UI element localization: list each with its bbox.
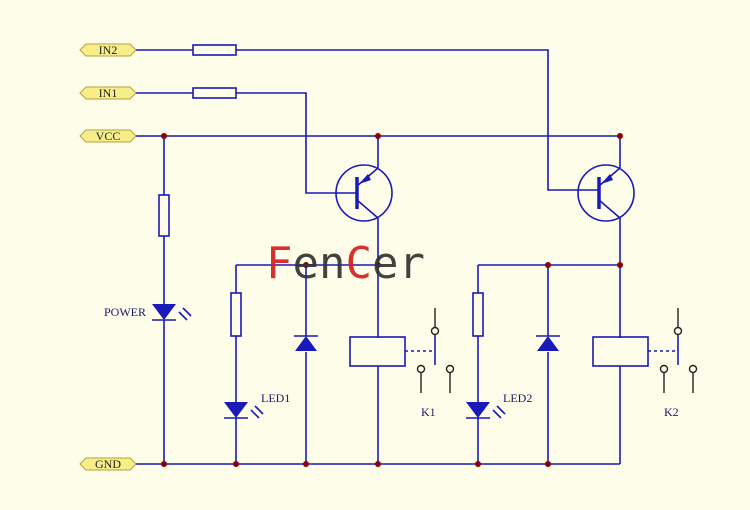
watermark-fencer: FenCer (266, 238, 425, 289)
junction-dot (475, 461, 481, 467)
relay-k2 (592, 308, 698, 393)
junctions (161, 133, 623, 467)
transistor-q2 (577, 164, 635, 222)
port-in2: IN2 (79, 43, 137, 57)
resistor-power (158, 194, 170, 237)
junction-dot (375, 262, 381, 268)
junction-dot (617, 133, 623, 139)
port-gnd-label: GND (95, 457, 121, 471)
port-vcc: VCC (79, 129, 137, 143)
junction-dot (617, 262, 623, 268)
label-led2: LED2 (503, 391, 532, 405)
port-in1: IN1 (79, 86, 137, 100)
resistor-in1 (192, 87, 237, 99)
resistor-led2 (472, 292, 484, 337)
wires (136, 49, 621, 465)
port-vcc-label: VCC (96, 129, 121, 143)
led-2 (466, 402, 506, 419)
junction-dot (303, 262, 309, 268)
led-1 (224, 402, 264, 419)
diode-d1 (294, 335, 318, 351)
resistor-led1 (230, 292, 242, 337)
junction-dot (303, 461, 309, 467)
junction-dot (375, 133, 381, 139)
label-k2: K2 (664, 405, 679, 419)
led-power (152, 304, 192, 321)
junction-dot (375, 461, 381, 467)
diode-d2 (536, 335, 560, 351)
label-led1: LED1 (261, 391, 290, 405)
port-in1-label: IN1 (99, 86, 118, 100)
port-in2-label: IN2 (99, 43, 118, 57)
junction-dot (161, 461, 167, 467)
label-power: POWER (104, 305, 146, 319)
junction-dot (233, 461, 239, 467)
junction-dot (545, 262, 551, 268)
label-k1: K1 (421, 405, 436, 419)
junction-dot (161, 133, 167, 139)
transistor-q1 (335, 164, 393, 222)
port-gnd: GND (79, 457, 137, 471)
relay-k1 (349, 308, 455, 393)
resistor-in2 (192, 44, 237, 56)
junction-dot (545, 461, 551, 467)
